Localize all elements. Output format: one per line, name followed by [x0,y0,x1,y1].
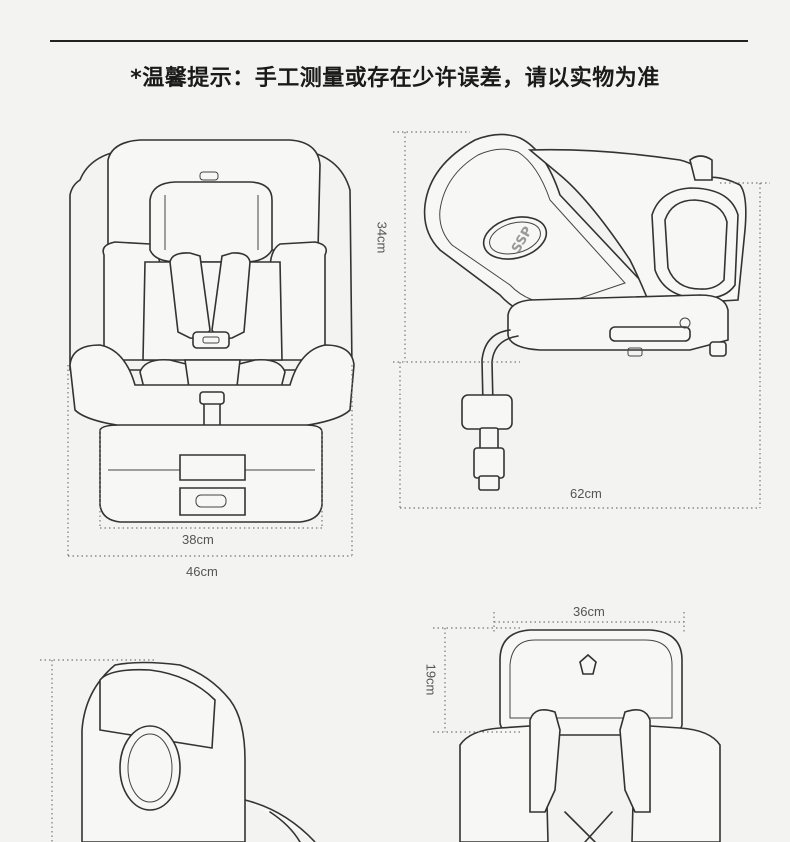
measurement-notice: *温馨提示：手工测量或存在少许误差，请以实物为准 [130,66,660,91]
side-view-seat: SSP [423,133,747,491]
top-divider [50,40,748,42]
headrest-width-label: 36cm [573,604,605,619]
front-dimension-lines [67,365,353,557]
rear-view-seat-partial [81,661,316,842]
headrest-dimension-lines [433,612,685,733]
front-outer-width-label: 46cm [186,564,218,579]
headrest-height-label: 19cm [423,663,439,696]
side-dimension-lines [393,131,770,509]
front-view-seat [69,139,355,523]
front-inner-width-label: 38cm [182,532,214,547]
rear-dimension-lines [40,659,155,842]
headrest-view [459,629,721,842]
side-depth-label: 62cm [570,486,602,501]
side-height-label: 34cm [374,221,390,254]
